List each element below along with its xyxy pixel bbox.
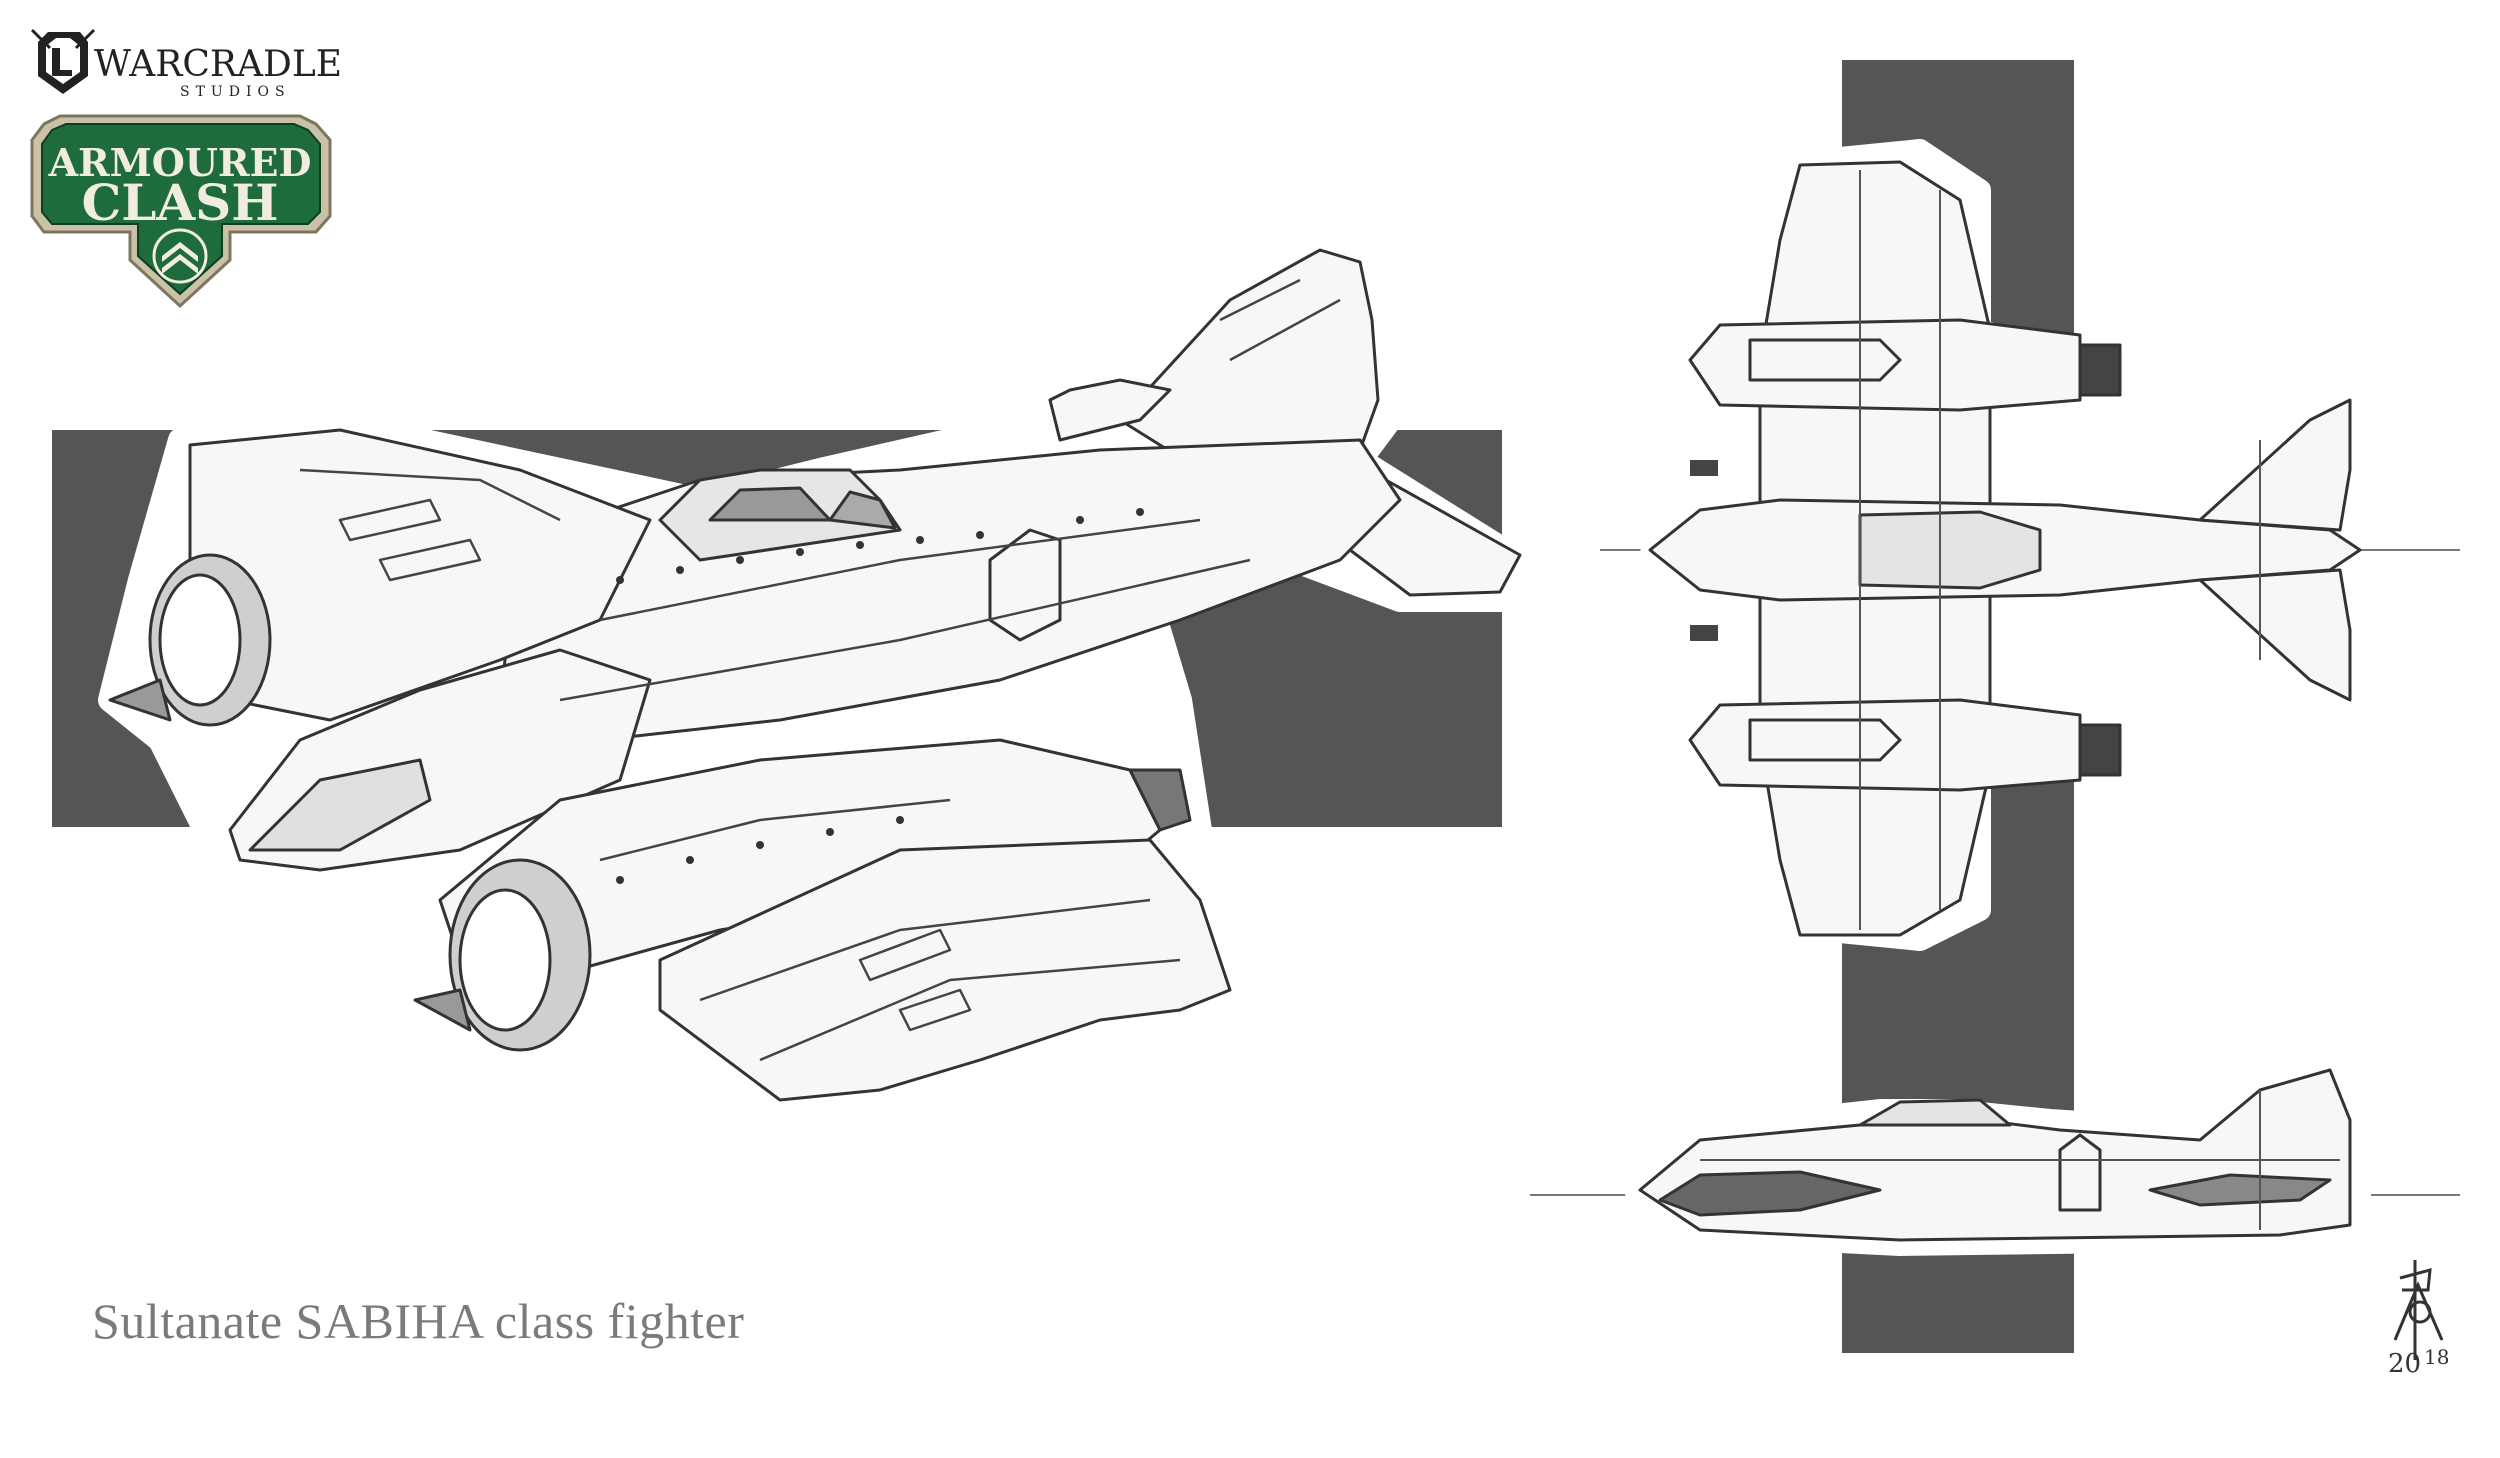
armoured-clash-badge: ARMOURED CLASH bbox=[30, 114, 332, 309]
drawing-caption: Sultanate SABIHA class fighter bbox=[92, 1293, 745, 1349]
fighter-top-view-drawing bbox=[1600, 139, 2460, 951]
game-title-line1: ARMOURED bbox=[48, 140, 312, 185]
studio-name: WARCRADLE bbox=[94, 44, 340, 85]
signature-year-right: 18 bbox=[2424, 1345, 2449, 1369]
artist-signature bbox=[2393, 1260, 2444, 1360]
game-title-line2: CLASH bbox=[81, 173, 278, 232]
signature-year-left: 20 bbox=[2388, 1349, 2421, 1379]
studio-sub: STUDIOS bbox=[180, 84, 291, 100]
chevron-rank-icon bbox=[152, 228, 208, 284]
brand-logos: WARCRADLE STUDIOS ARMOURED CLASH bbox=[30, 28, 340, 309]
warcradle-shield-icon bbox=[30, 28, 96, 94]
fighter-perspective-drawing bbox=[98, 248, 1532, 1122]
fighter-side-view-drawing bbox=[1530, 1049, 2460, 1256]
